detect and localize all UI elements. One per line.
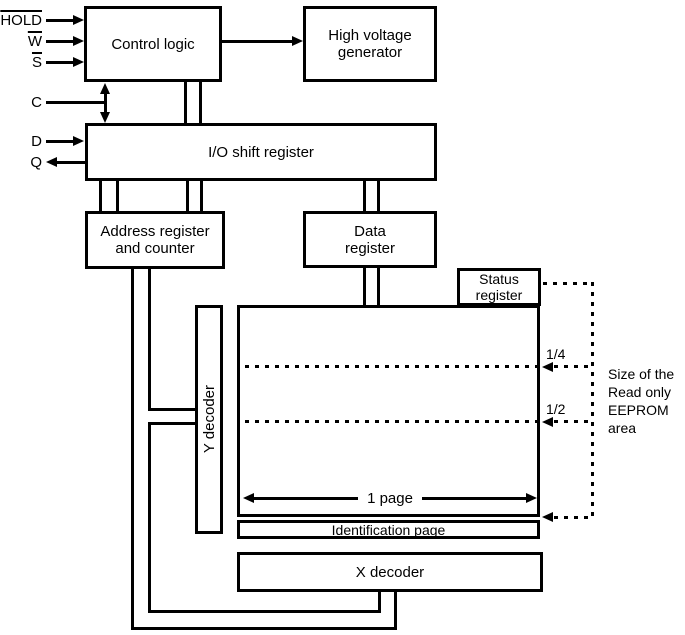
quarter-dotted-line-inner bbox=[245, 365, 539, 368]
control-io-bus-line-2 bbox=[199, 80, 202, 124]
y-decoder-block: Y decoder bbox=[195, 305, 223, 534]
address-register-label: Address register and counter bbox=[100, 223, 210, 257]
readonly-dotted-vertical bbox=[591, 282, 594, 519]
signal-label-hold: HOLD bbox=[0, 12, 42, 29]
q-wire bbox=[56, 161, 85, 164]
status-register-block: Status register bbox=[457, 268, 541, 306]
quarter-marker-label: 1/4 bbox=[546, 346, 566, 362]
y-decoder-label: Y decoder bbox=[200, 385, 218, 454]
ydec-arm-upper bbox=[148, 408, 195, 411]
identification-page-block: Identification page bbox=[237, 520, 540, 539]
signal-label-c: C bbox=[31, 94, 42, 111]
one-page-arrowhead-left-icon bbox=[243, 493, 254, 503]
xdec-stub-outer bbox=[394, 590, 397, 630]
control-io-bus-line-1 bbox=[184, 80, 187, 124]
addr-inner-wire-vertical-lower bbox=[148, 422, 151, 613]
addr-inner-wire-bottom bbox=[148, 610, 381, 613]
one-page-arrow: 1 page bbox=[243, 488, 538, 508]
control-logic-block: Control logic bbox=[84, 6, 222, 82]
half-arrowhead-icon bbox=[542, 417, 553, 427]
idpage-arrowhead-icon bbox=[542, 512, 553, 522]
one-page-label: 1 page bbox=[367, 489, 413, 507]
one-page-arrow-line-left bbox=[254, 496, 359, 500]
ydec-arm-lower bbox=[148, 422, 195, 425]
d-wire bbox=[46, 140, 76, 143]
s-wire bbox=[46, 61, 76, 64]
io-data-bus-line-1 bbox=[363, 180, 366, 212]
readonly-area-note: Size of the Read only EEPROM area bbox=[608, 366, 675, 436]
q-arrowhead-icon bbox=[46, 157, 57, 167]
address-register-block: Address register and counter bbox=[85, 211, 225, 269]
w-wire bbox=[46, 40, 76, 43]
io-addr-bus-b-line-2 bbox=[200, 180, 203, 212]
signal-label-w: W bbox=[27, 33, 42, 50]
hold-wire bbox=[46, 19, 76, 22]
addr-outer-wire-vertical bbox=[131, 268, 134, 630]
control-logic-label: Control logic bbox=[111, 35, 195, 53]
data-register-block: Data register bbox=[303, 211, 437, 268]
data-array-bus-line-1 bbox=[363, 267, 366, 305]
addr-outer-wire-bottom bbox=[131, 627, 397, 630]
x-decoder-label: X decoder bbox=[355, 563, 425, 581]
quarter-arrowhead-icon bbox=[542, 362, 553, 372]
half-dotted-line-outer bbox=[554, 420, 591, 423]
identification-page-label: Identification page bbox=[331, 521, 446, 538]
io-shift-register-label: I/O shift register bbox=[208, 143, 314, 161]
d-arrowhead-icon bbox=[73, 136, 84, 146]
x-decoder-block: X decoder bbox=[237, 552, 543, 592]
half-dotted-line-inner bbox=[245, 420, 539, 423]
c-vertical-wire bbox=[104, 92, 107, 114]
data-register-label: Data register bbox=[344, 222, 396, 257]
c-arrowhead-down-icon bbox=[100, 112, 110, 123]
quarter-dotted-line-outer bbox=[554, 365, 591, 368]
idpage-dotted-line bbox=[554, 516, 591, 519]
signal-label-q: Q bbox=[30, 154, 42, 171]
one-page-arrowhead-right-icon bbox=[526, 493, 538, 503]
hold-arrowhead-icon bbox=[73, 15, 84, 25]
high-voltage-generator-block: High voltage generator bbox=[303, 6, 437, 82]
memory-array-block bbox=[237, 305, 540, 517]
xdec-stub-inner bbox=[378, 590, 381, 613]
addr-inner-wire-vertical-upper bbox=[148, 268, 151, 410]
io-addr-bus-a-line-2 bbox=[116, 180, 119, 212]
status-register-label: Status register bbox=[475, 271, 523, 303]
status-dotted-line bbox=[543, 282, 591, 285]
w-arrowhead-icon bbox=[73, 36, 84, 46]
signal-label-d: D bbox=[31, 133, 42, 150]
data-array-bus-line-2 bbox=[377, 267, 380, 305]
c-wire bbox=[46, 101, 106, 104]
io-shift-register-block: I/O shift register bbox=[85, 123, 437, 181]
half-marker-label: 1/2 bbox=[546, 401, 566, 417]
s-arrowhead-icon bbox=[73, 57, 84, 67]
c-arrowhead-up-icon bbox=[100, 83, 110, 94]
io-addr-bus-a-line-1 bbox=[99, 180, 102, 212]
io-data-bus-line-2 bbox=[377, 180, 380, 212]
hvgen-arrowhead-icon bbox=[292, 36, 303, 46]
signal-label-s: S bbox=[31, 54, 42, 71]
one-page-arrow-line-right bbox=[421, 496, 527, 500]
control-to-hvgen-wire bbox=[222, 40, 293, 43]
io-addr-bus-b-line-1 bbox=[186, 180, 189, 212]
high-voltage-generator-label: High voltage generator bbox=[328, 27, 412, 61]
